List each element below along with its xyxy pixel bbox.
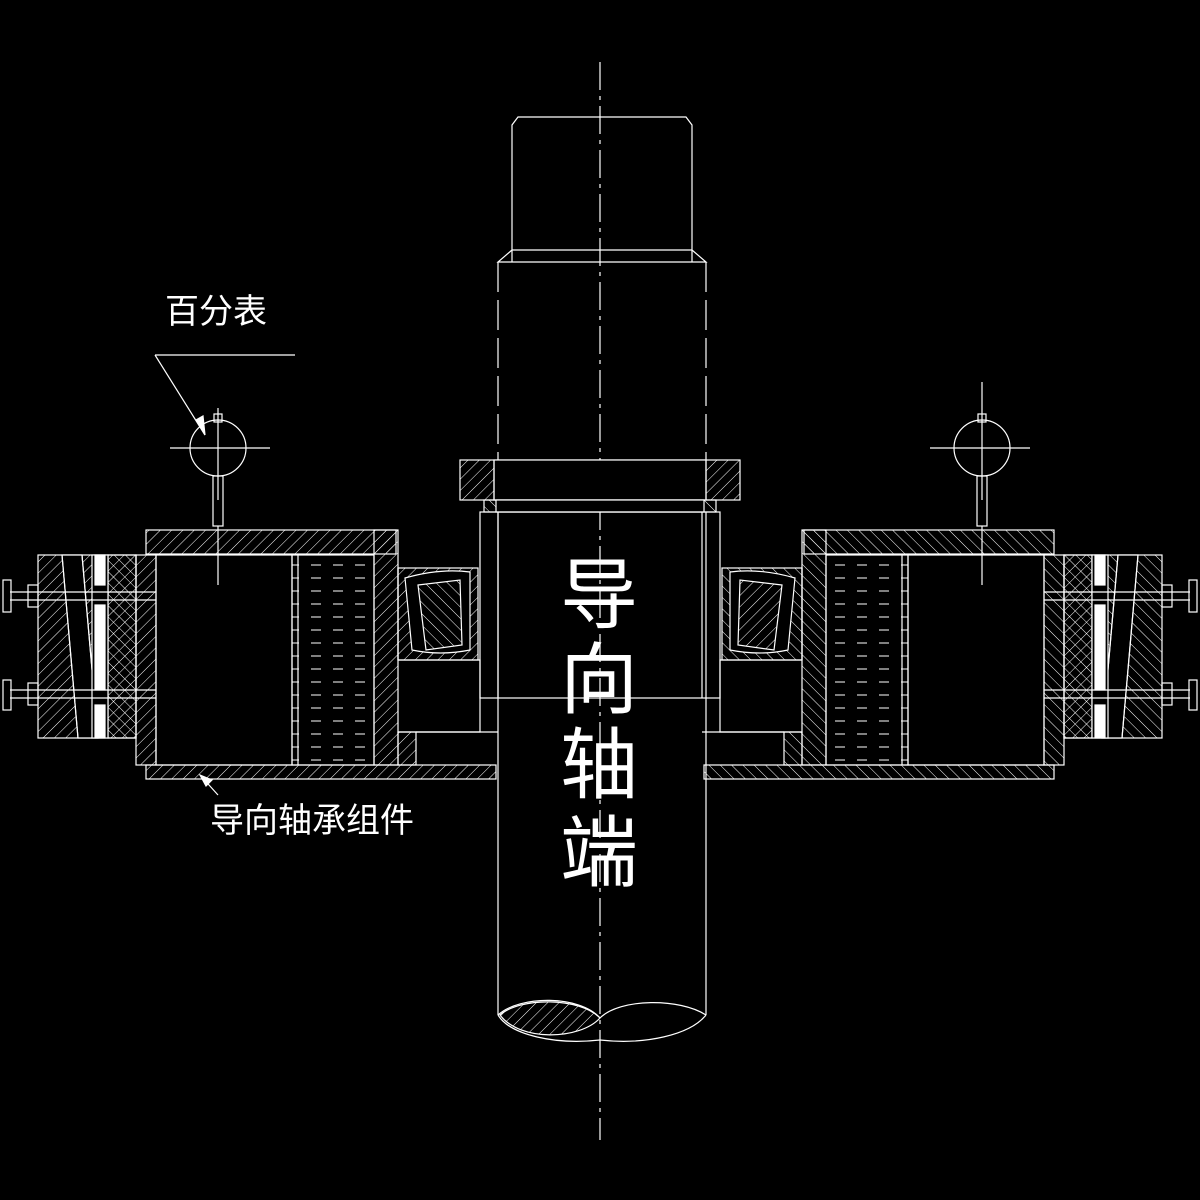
shaft-end-label: 导 向 轴 端 [560, 551, 638, 899]
right-clamp-block [1044, 554, 1198, 739]
shaft-end-char: 导 [560, 551, 638, 641]
shaft-break-hatch [499, 1001, 601, 1036]
shaft-end-char: 端 [560, 809, 638, 899]
shaft-body [497, 262, 707, 1042]
dial-indicator-label: 百分表 [165, 292, 267, 332]
shaft-end-char: 轴 [560, 721, 638, 811]
shaft-collar [459, 459, 741, 513]
left-bearing-housing [135, 529, 498, 780]
dial-indicator-leader [154, 354, 295, 436]
bearing-assembly-leader [198, 773, 219, 796]
bearing-assembly-label: 导向轴承组件 [210, 801, 414, 841]
left-dial-indicator [170, 408, 270, 585]
right-bearing-housing [702, 529, 1065, 780]
shaft-end-char: 向 [560, 636, 638, 726]
left-clamp-block [2, 554, 156, 739]
right-dial-indicator [930, 382, 1030, 585]
shaft-sleeve [479, 511, 721, 699]
shaft-top-section [496, 116, 708, 263]
